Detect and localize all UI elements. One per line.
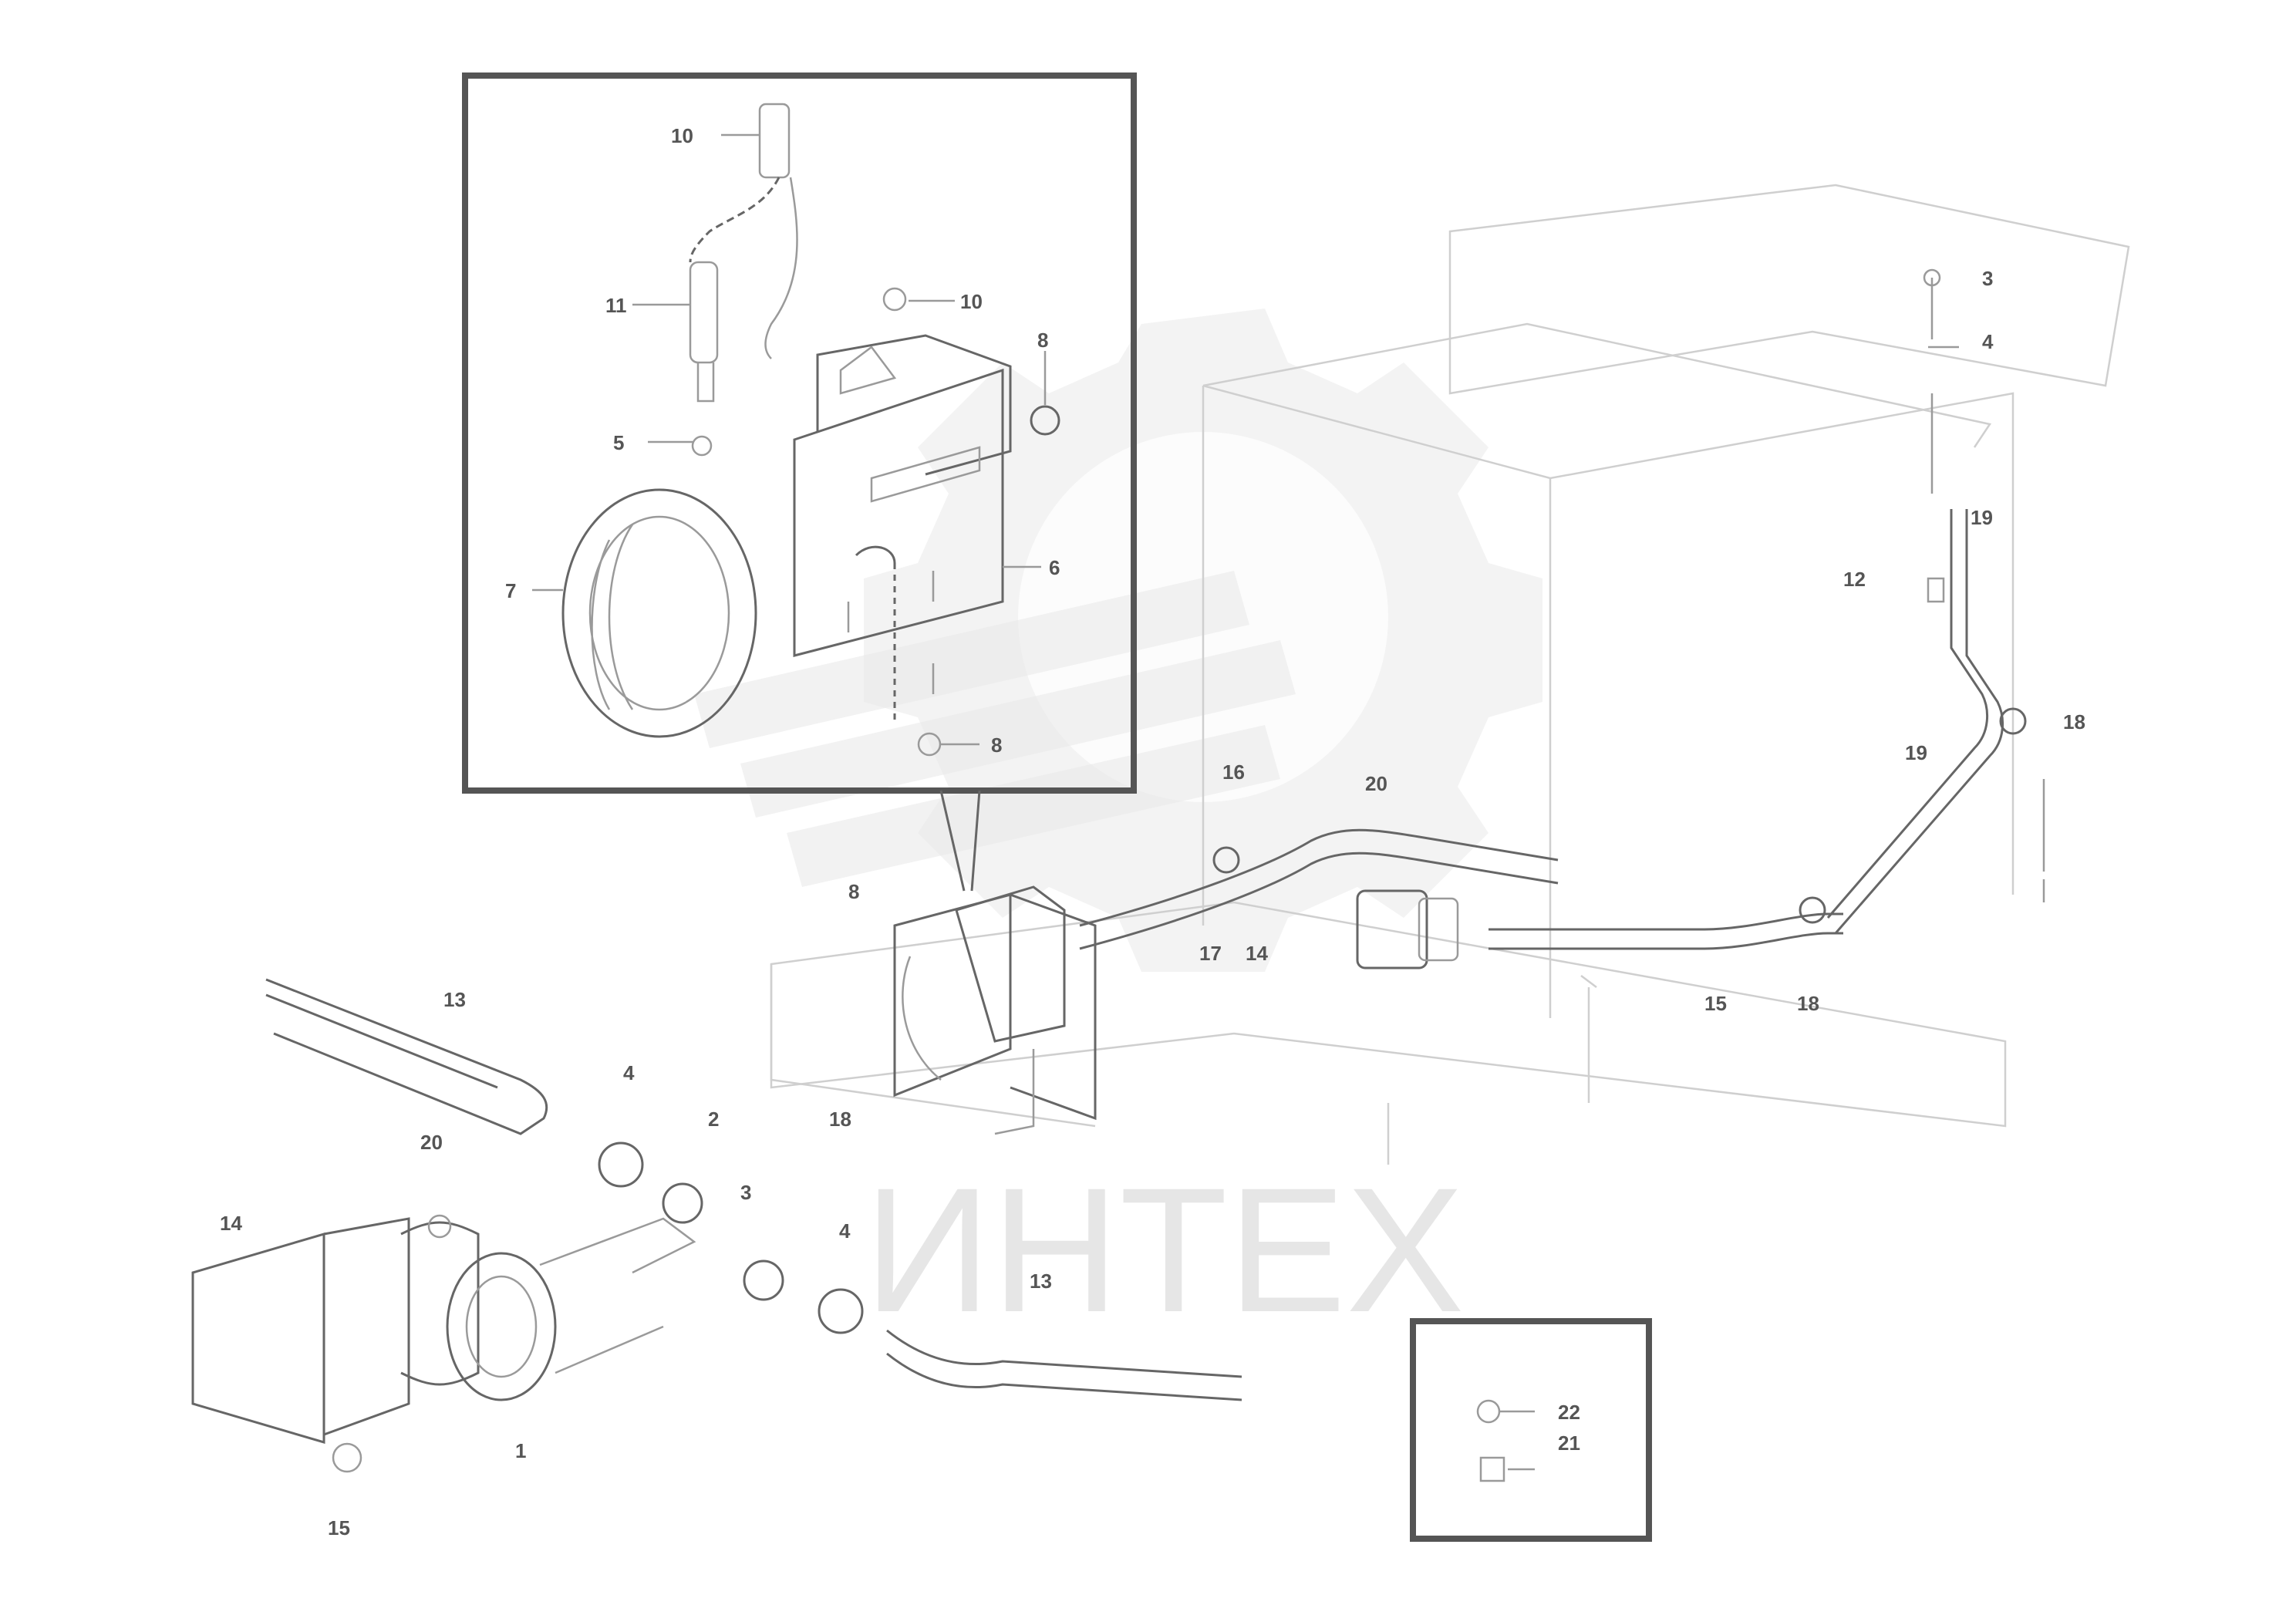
- callout-label: 17: [1199, 942, 1222, 965]
- harness-route: [1079, 268, 2045, 969]
- callout-label: 7: [505, 579, 516, 602]
- callout-label: 2: [708, 1108, 719, 1131]
- watermark-text: ИНТЕХ: [864, 1151, 1465, 1349]
- callout-label: 18: [829, 1108, 851, 1131]
- callout-label: 14: [220, 1212, 242, 1235]
- callout-label: 1: [515, 1439, 526, 1462]
- callout-label: 19: [1905, 741, 1927, 764]
- callout-label: 21: [1558, 1431, 1580, 1455]
- inset-lamp-assembly: [561, 103, 1060, 757]
- callout-label: 8: [991, 733, 1002, 757]
- inset-leaders: [532, 133, 1047, 746]
- callout-labels: 10 11 5 7 10 8 6 8 16 20 17 14 15 18 8 1…: [220, 124, 2085, 1539]
- callout-label: 14: [1246, 942, 1268, 965]
- callout-label: 10: [960, 290, 983, 313]
- callout-label: 12: [1843, 568, 1866, 591]
- callout-label: 6: [1049, 556, 1060, 579]
- callout-label: 3: [1982, 267, 1993, 290]
- callout-label: 19: [1971, 506, 1993, 529]
- callout-label: 8: [848, 880, 859, 903]
- detail-inset-top: [462, 73, 1137, 794]
- callout-label: 18: [2063, 710, 2085, 733]
- callout-label: 20: [1365, 772, 1387, 795]
- callout-label: 4: [623, 1061, 635, 1084]
- callout-label: 15: [1704, 992, 1727, 1015]
- watermark-logo: ИНТЕХ: [694, 309, 1542, 1349]
- callout-label: 4: [839, 1219, 851, 1243]
- callout-label: 5: [613, 431, 624, 454]
- callout-label: 15: [328, 1516, 350, 1539]
- callout-label: 13: [1030, 1270, 1052, 1293]
- callout-label: 11: [605, 294, 627, 317]
- detail-inset-bottom: [1410, 1318, 1652, 1542]
- machine-body-outline: [770, 184, 2130, 1165]
- callout-label: 22: [1558, 1401, 1580, 1424]
- callout-label: 13: [443, 988, 466, 1011]
- inset-leader: [939, 790, 981, 892]
- callout-label: 10: [671, 124, 693, 147]
- callout-label: 8: [1037, 329, 1048, 352]
- callout-label: 16: [1222, 760, 1245, 784]
- inset-small-parts: [1476, 1399, 1535, 1482]
- callout-label: 4: [1982, 330, 1994, 353]
- callout-label: 20: [420, 1131, 443, 1154]
- callout-label: 18: [1797, 992, 1819, 1015]
- callout-label: 3: [740, 1181, 751, 1204]
- center-bracket: [893, 885, 1097, 1135]
- lower-left-lamp: [191, 978, 1242, 1473]
